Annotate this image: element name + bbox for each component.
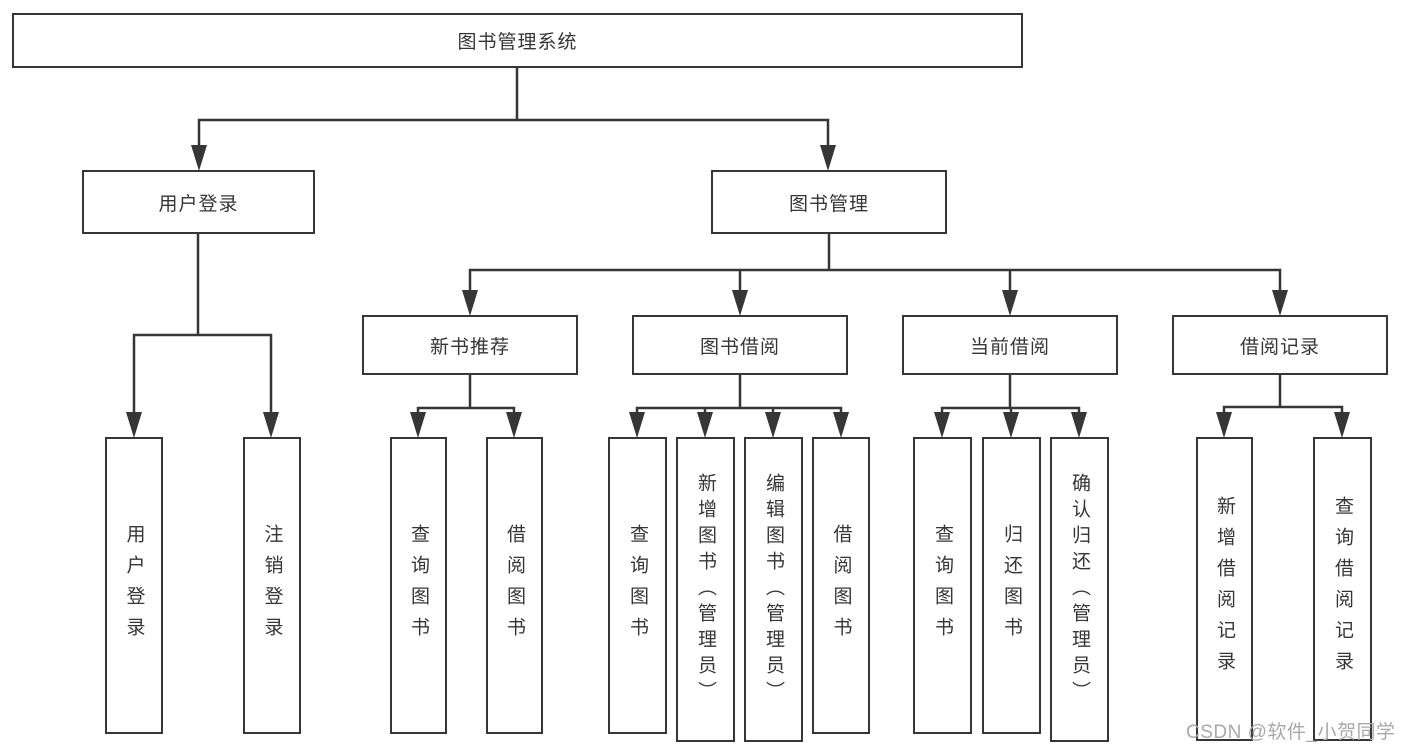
node-new-book-recommend: 新书推荐 xyxy=(362,315,578,375)
leaf-query-borrow-record: 查询借阅记录 xyxy=(1313,437,1372,741)
node-user-login: 用户登录 xyxy=(82,170,315,234)
leaf-label: 查询图书 xyxy=(408,523,429,648)
leaf-borrow-books-1: 借阅图书 xyxy=(486,437,543,734)
node-label: 图书管理 xyxy=(788,193,869,215)
leaf-label: 查询借阅记录 xyxy=(1332,496,1353,682)
leaf-label: 借阅图书 xyxy=(504,523,525,648)
leaf-user-login: 用户登录 xyxy=(105,437,163,734)
leaf-query-books-1: 查询图书 xyxy=(390,437,447,734)
leaf-query-books-3: 查询图书 xyxy=(913,437,972,734)
node-label: 用户登录 xyxy=(158,193,239,215)
leaf-label: 查询图书 xyxy=(932,523,953,648)
node-book-borrow: 图书借阅 xyxy=(632,315,848,375)
leaf-label: 借阅图书 xyxy=(830,523,852,648)
leaf-logout: 注销登录 xyxy=(243,437,301,734)
leaf-return-books: 归还图书 xyxy=(982,437,1041,734)
leaf-label: 归还图书 xyxy=(1001,523,1022,648)
leaf-confirm-return-admin: 确认归还（管理员） xyxy=(1050,437,1109,742)
leaf-label: 新增借阅记录 xyxy=(1214,496,1235,682)
node-label: 借阅记录 xyxy=(1239,336,1320,358)
node-label: 图书管理系统 xyxy=(457,32,578,53)
leaf-query-books-2: 查询图书 xyxy=(608,437,667,734)
leaf-label: 新增图书（管理员） xyxy=(695,472,716,707)
node-label: 图书借阅 xyxy=(699,336,780,358)
node-borrow-records: 借阅记录 xyxy=(1172,315,1388,375)
node-current-borrow: 当前借阅 xyxy=(902,315,1118,375)
leaf-label: 查询图书 xyxy=(627,523,648,648)
leaf-label: 编辑图书（管理员） xyxy=(763,472,784,707)
csdn-watermark: CSDN @软件_小贺同学 xyxy=(1186,722,1396,743)
node-book-management: 图书管理 xyxy=(711,170,947,234)
leaf-add-books-admin: 新增图书（管理员） xyxy=(676,437,735,742)
node-label: 当前借阅 xyxy=(969,336,1050,358)
leaf-edit-books-admin: 编辑图书（管理员） xyxy=(744,437,803,742)
leaf-borrow-books-2: 借阅图书 xyxy=(812,437,870,734)
leaf-label: 注销登录 xyxy=(261,523,283,648)
leaf-label: 用户登录 xyxy=(123,523,145,648)
node-library-management-system: 图书管理系统 xyxy=(12,13,1023,68)
leaf-label: 确认归还（管理员） xyxy=(1069,472,1090,707)
leaf-add-borrow-record: 新增借阅记录 xyxy=(1196,437,1253,741)
node-label: 新书推荐 xyxy=(429,336,510,358)
